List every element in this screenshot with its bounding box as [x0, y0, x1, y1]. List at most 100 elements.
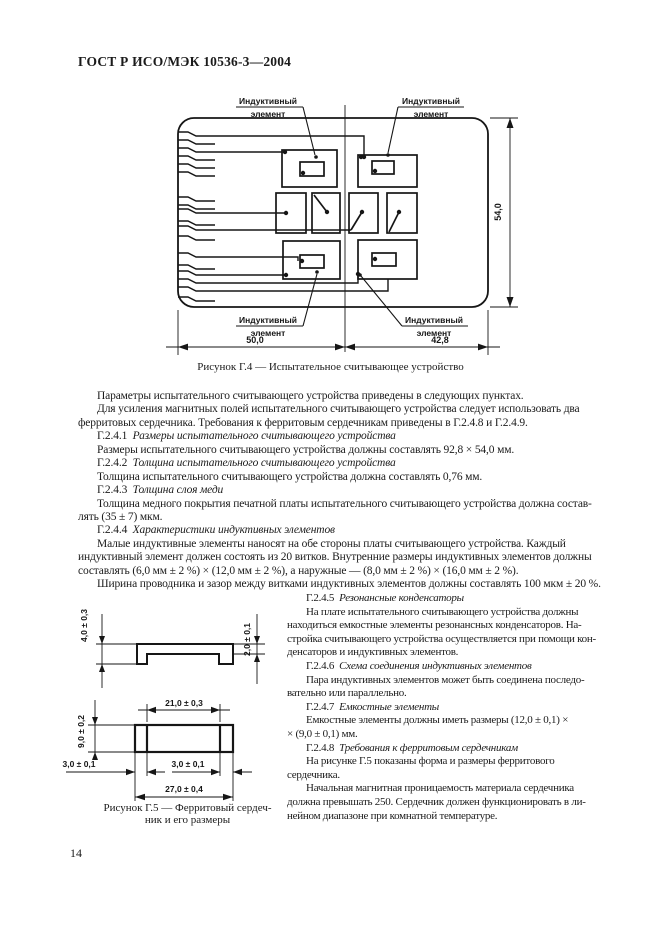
dimension-side-height: [96, 614, 137, 688]
callout-top-right: Индуктивный элемент: [386, 96, 464, 157]
callout-label: элемент: [417, 328, 452, 338]
arrowhead: [506, 297, 514, 307]
dim-left-label: 50,0: [246, 335, 264, 345]
text-line: находиться емкостные элементы резонансны…: [287, 619, 582, 632]
arrowhead: [478, 343, 488, 351]
dim-total-width-label: 27,0 ± 0,4: [165, 784, 203, 794]
dim-leg-right-label: 3,0 ± 0,1: [171, 759, 204, 769]
dimension-side-thickness: [233, 614, 265, 684]
coil-top-left-inner: [299, 161, 325, 177]
text-line: × (9,0 ± 0,1) мм.: [287, 727, 358, 740]
heading-line: Г.2.4.7 Емкостные элементы: [306, 700, 439, 713]
figure5-caption-line1: Рисунок Г.5 — Ферритовый сердеч-: [103, 802, 272, 814]
heading-line: Г.2.4.2 Толщина испытательного считывающ…: [97, 457, 396, 470]
text-line: Для усиления магнитных полей испытательн…: [97, 403, 580, 416]
text-line: На плате испытательного считывающего уст…: [306, 605, 579, 618]
body-text-section: Параметры испытательного считывающего ус…: [78, 390, 603, 592]
text-line: Размеры испытательного считывающего устр…: [97, 443, 515, 456]
dim-inner-width-label: 21,0 ± 0,3: [165, 698, 203, 708]
arrowhead: [178, 343, 188, 351]
arrowhead: [99, 636, 105, 644]
callout-top-left: Индуктивный элемент: [236, 96, 318, 159]
text-line: Пара индуктивных элементов может быть со…: [306, 673, 585, 686]
arrowhead: [233, 768, 242, 776]
arrowhead: [92, 752, 98, 760]
coil-mid-3: [348, 192, 379, 234]
arrowhead: [211, 768, 220, 776]
coil-bottom-right-inner: [371, 252, 397, 267]
heading-line: Г.2.4.1 Размеры испытательного считывающ…: [97, 430, 396, 443]
callout-label: Индуктивный: [405, 315, 463, 325]
coil-bottom-right: [357, 239, 418, 280]
arrowhead: [147, 768, 156, 776]
dim-leg-left-label: 3,0 ± 0,1: [62, 759, 95, 769]
dim-side-height-label: 4,0 ± 0,3: [79, 609, 89, 642]
figure5-caption: Рисунок Г.5 — Ферритовый сердеч- ник и е…: [75, 802, 300, 826]
figure-ferrite-core-drawing: 4,0 ± 0,3 2,0 ± 0,1 21,0 ± 0,3 9,0 ± 0,2: [62, 609, 265, 801]
text-line: Толщина испытательного считывающего устр…: [97, 470, 483, 483]
solder-dots: [282, 149, 402, 278]
arrowhead: [147, 706, 156, 714]
text-line: сердечника.: [287, 768, 340, 781]
callout-label: элемент: [251, 328, 286, 338]
text-line: Начальная магнитная проницаемость матери…: [306, 782, 574, 795]
figure4-caption: Рисунок Г.4 — Испытательное считывающее …: [197, 361, 464, 373]
leader-line: [302, 106, 316, 156]
text-line: денсаторов и индуктивных элементов.: [287, 646, 459, 659]
connector-traces: [178, 131, 389, 302]
card-outline: [177, 117, 489, 308]
text-line: На рисунке Г.5 показаны форма и размеры …: [306, 755, 555, 768]
arrowhead: [345, 343, 355, 351]
arrowhead: [92, 717, 98, 725]
arrowhead: [99, 664, 105, 672]
dim-side-thickness-label: 2,0 ± 0,1: [242, 623, 252, 656]
arrowhead: [254, 654, 260, 662]
text-line: Ширина проводника и зазор между витками …: [97, 578, 601, 591]
dimension-top-height: [88, 700, 134, 760]
coil-mid-4: [386, 192, 418, 234]
page-header: ГОСТ Р ИСО/МЭК 10536-3—2004: [78, 54, 292, 69]
core-top-view: [133, 723, 235, 754]
text-line: Толщина медного покрытия печатной платы …: [97, 497, 592, 510]
heading-line: Г.2.4.3 Толщина слоя меди: [97, 484, 224, 497]
heading-line: Г.2.4.4 Характеристики индуктивных элеме…: [97, 524, 335, 537]
dimension-height: [490, 117, 518, 308]
callout-bottom-right: Индуктивный элемент: [358, 273, 468, 338]
dimension-bottom: [166, 310, 500, 355]
core-side-view: [136, 643, 234, 665]
text-line: стройка считывающего устройства осуществ…: [287, 632, 596, 645]
text-line: вательно или параллельно.: [287, 687, 407, 700]
arrowhead: [211, 706, 220, 714]
callout-label: элемент: [251, 109, 286, 119]
heading-line: Г.2.4.8 Требования к ферритовым сердечни…: [306, 741, 518, 754]
callout-bottom-left: Индуктивный элемент: [236, 270, 319, 338]
leader-line: [387, 106, 399, 154]
callout-label: элемент: [414, 109, 449, 119]
dim-height-label: 54,0: [493, 203, 503, 221]
coil-top-right-inner: [371, 160, 395, 175]
coil-bottom-left: [282, 240, 341, 280]
text-line: составлять (6,0 мм ± 2 %) × (12,0 мм ± 2…: [78, 564, 519, 577]
arrowhead: [506, 118, 514, 128]
figure5-caption-line2: ник и его размеры: [144, 814, 231, 826]
text-line: ферритовых сердечника. Требования к ферр…: [78, 416, 528, 429]
text-line: Емкостные элементы должны иметь размеры …: [306, 714, 569, 727]
text-line: должна превышать 250. Сердечник должен ф…: [287, 795, 586, 808]
page-number: 14: [70, 846, 82, 860]
coil-mid-1: [275, 192, 307, 234]
text-line: индуктивный элемент должен состоять из 2…: [78, 551, 592, 564]
inductive-coils: [275, 149, 418, 280]
leader-line: [360, 275, 403, 327]
arrowhead: [126, 768, 135, 776]
text-line: Малые индуктивные элементы наносят на об…: [97, 537, 566, 550]
dimension-total-width: [134, 776, 234, 801]
arrowhead: [335, 343, 345, 351]
callout-label: Индуктивный: [239, 96, 297, 106]
text-line: лять (35 ± 7) мкм.: [78, 510, 163, 523]
coil-top-left: [281, 149, 338, 188]
callout-label: Индуктивный: [239, 315, 297, 325]
dim-right-label: 42,8: [431, 335, 449, 345]
figure-test-reader-drawing: Индуктивный элемент Индуктивный элемент …: [166, 96, 518, 355]
callout-label: Индуктивный: [402, 96, 460, 106]
